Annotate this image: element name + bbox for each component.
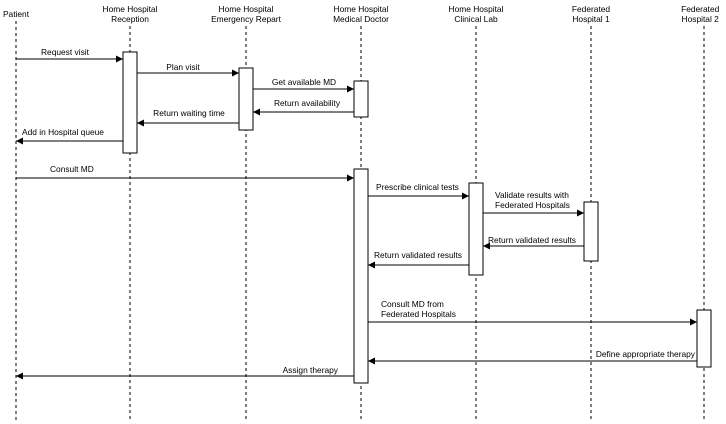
message-arrow-return-validated-results-fed-head	[483, 242, 490, 250]
participant-label: Reception	[111, 14, 149, 24]
activation-fed1	[583, 201, 599, 262]
message-arrow-return-validated-results-head	[368, 261, 375, 269]
participant-label: Federated	[681, 4, 720, 14]
message-arrow-return-waiting-time-head	[137, 119, 144, 127]
activation-reception	[122, 51, 138, 154]
message-arrow-add-in-hospital-queue-head	[16, 137, 23, 145]
message-label-add-in-hospital-queue: Add in Hospital queue	[22, 127, 104, 137]
message-arrow-plan-visit-head	[232, 69, 239, 77]
participant-label: Federated	[571, 4, 611, 14]
participant-lab: Home Hospital Clinical Lab	[449, 4, 504, 24]
activation-doctor-1	[353, 80, 369, 118]
message-label-consult-md-federated: Consult MD from Federated Hospitals	[381, 299, 456, 319]
message-label-return-validated-results: Return validated results	[374, 250, 462, 260]
participant-label: Home Hospital	[448, 4, 504, 14]
message-arrow-get-available-md-head	[347, 85, 354, 93]
message-arrow-request-visit-head	[116, 55, 123, 63]
message-label-assign-therapy: Assign therapy	[282, 365, 338, 375]
message-label-return-availability: Return availability	[273, 98, 341, 108]
participant-label: Hospital 1	[572, 14, 610, 24]
message-label-get-available-md: Get available MD	[271, 77, 337, 87]
participant-reception: Home Hospital Reception	[103, 4, 158, 24]
message-arrow-validate-results-head	[577, 209, 584, 217]
participant-label: Hospital 2	[681, 14, 719, 24]
activation-doctor-2	[353, 168, 369, 384]
message-arrow-prescribe-clinical-tests-head	[462, 192, 469, 200]
participant-emergency: Home Hospital Emergency Repart	[211, 4, 281, 24]
message-label-request-visit: Request visit	[41, 47, 89, 57]
message-label-define-appropriate-therapy: Define appropriate therapy	[594, 349, 696, 359]
activation-emergency	[238, 67, 254, 131]
activation-lab	[468, 182, 484, 276]
message-arrow-consult-md-head	[347, 174, 354, 182]
message-label-prescribe-clinical-tests: Prescribe clinical tests	[376, 182, 459, 192]
participant-label: Home Hospital	[102, 4, 158, 14]
message-label-validate-results: Validate results with Federated Hospital…	[495, 190, 570, 210]
participant-label: Clinical Lab	[454, 14, 498, 24]
participant-label: Home Hospital	[218, 4, 274, 14]
participant-label: Medical Doctor	[333, 14, 389, 24]
message-label-plan-visit: Plan visit	[166, 62, 200, 72]
message-label-consult-md: Consult MD	[50, 164, 94, 174]
participant-label: Patient	[2, 9, 30, 19]
participant-patient: Patient	[3, 9, 29, 19]
message-arrow-define-appropriate-therapy-head	[368, 357, 375, 365]
participant-fed2: Federated Hospital 2	[681, 4, 719, 24]
participant-fed1: Federated Hospital 1	[572, 4, 610, 24]
message-arrow-return-availability-head	[253, 108, 260, 116]
participant-label: Emergency Repart	[211, 14, 281, 24]
message-arrow-consult-md-federated-head	[690, 318, 697, 326]
participant-label: Home Hospital	[333, 4, 389, 14]
activation-fed2	[696, 309, 712, 368]
message-label-return-validated-results-fed: Return validated results	[488, 235, 576, 245]
participant-doctor: Home Hospital Medical Doctor	[333, 4, 389, 24]
message-label-return-waiting-time: Return waiting time	[153, 108, 225, 118]
message-arrow-assign-therapy-head	[16, 372, 23, 380]
